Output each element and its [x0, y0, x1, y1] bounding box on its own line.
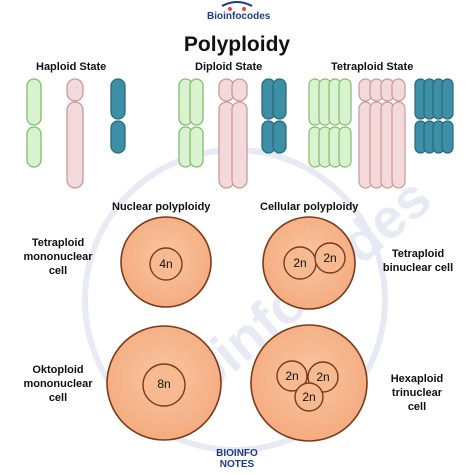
cell-hexaploid-trinuclear	[250, 324, 368, 442]
nucleus-label: 2n	[302, 390, 316, 404]
label-tetraploid-state: Tetraploid State	[331, 61, 414, 73]
label-nuclear-polyploidy: Nuclear polyploidy	[112, 201, 211, 213]
nucleus-label: 4n	[159, 257, 173, 271]
label-line: binuclear cell	[382, 262, 454, 274]
logo-dot-icon	[228, 7, 232, 11]
label-line: Tetraploid	[31, 237, 85, 249]
chromosome-blue	[110, 78, 126, 154]
chromosome-green-quad	[308, 78, 352, 168]
label-line: trinuclear	[391, 387, 443, 399]
label-oktoploid-mononuclear: Oktoploid mononuclear cell	[8, 363, 108, 405]
label-line: mononuclear	[23, 378, 93, 390]
nucleus	[314, 242, 346, 274]
bottom-brand-logo: BIOINFO NOTES	[207, 448, 267, 470]
nucleus-label: 8n	[157, 377, 171, 391]
brand-line: BIOINFO	[216, 448, 258, 459]
label-haploid-state: Haploid State	[36, 61, 107, 73]
chromosome-blue-quad	[414, 78, 454, 154]
label-line: mononuclear	[23, 251, 93, 263]
chromosome-blue-pair	[261, 78, 287, 154]
cell-tetraploid-mononuclear	[120, 216, 212, 308]
cell-oktoploid-mononuclear	[106, 325, 222, 441]
brand-logo-text: Bioinfocodes	[207, 11, 271, 22]
nucleus-label: 2n	[285, 369, 299, 383]
chromosome-pink-quad	[358, 78, 406, 189]
label-line: cell	[48, 265, 68, 277]
chromosome-pink	[66, 78, 84, 189]
label-line: Oktoploid	[32, 364, 84, 376]
chromosome-green-pair	[178, 78, 204, 168]
nucleus-label: 2n	[323, 251, 337, 265]
nucleus	[149, 247, 183, 281]
chromosome-pink-pair	[218, 78, 248, 189]
label-line: cell	[48, 392, 68, 404]
label-line: cell	[407, 401, 427, 413]
nucleus-label: 2n	[293, 256, 307, 270]
nucleus	[276, 360, 308, 392]
logo-arc-icon	[221, 1, 253, 7]
label-cellular-polyploidy: Cellular polyploidy	[260, 201, 359, 213]
label-line: Hexaploid	[390, 373, 444, 385]
label-tetraploid-binuclear: Tetraploid binuclear cell	[366, 247, 470, 275]
brand-line: NOTES	[219, 459, 255, 470]
tetraploid-chromosomes	[308, 78, 454, 189]
cell-tetraploid-binuclear	[262, 216, 356, 310]
logo-dot-icon	[242, 7, 246, 11]
haploid-chromosomes	[26, 78, 126, 189]
chromosome-green	[26, 78, 42, 168]
top-logo	[221, 1, 253, 11]
diploid-chromosomes	[178, 78, 287, 189]
label-line: Tetraploid	[391, 248, 445, 260]
nucleus-label: 2n	[316, 370, 330, 384]
page-title: Polyploidy	[183, 33, 291, 56]
label-diploid-state: Diploid State	[195, 61, 263, 73]
nucleus	[294, 382, 324, 412]
nucleus	[142, 363, 186, 407]
label-tetraploid-mononuclear: Tetraploid mononuclear cell	[10, 236, 106, 278]
label-hexaploid-trinuclear: Hexaploid trinuclear cell	[371, 372, 463, 414]
